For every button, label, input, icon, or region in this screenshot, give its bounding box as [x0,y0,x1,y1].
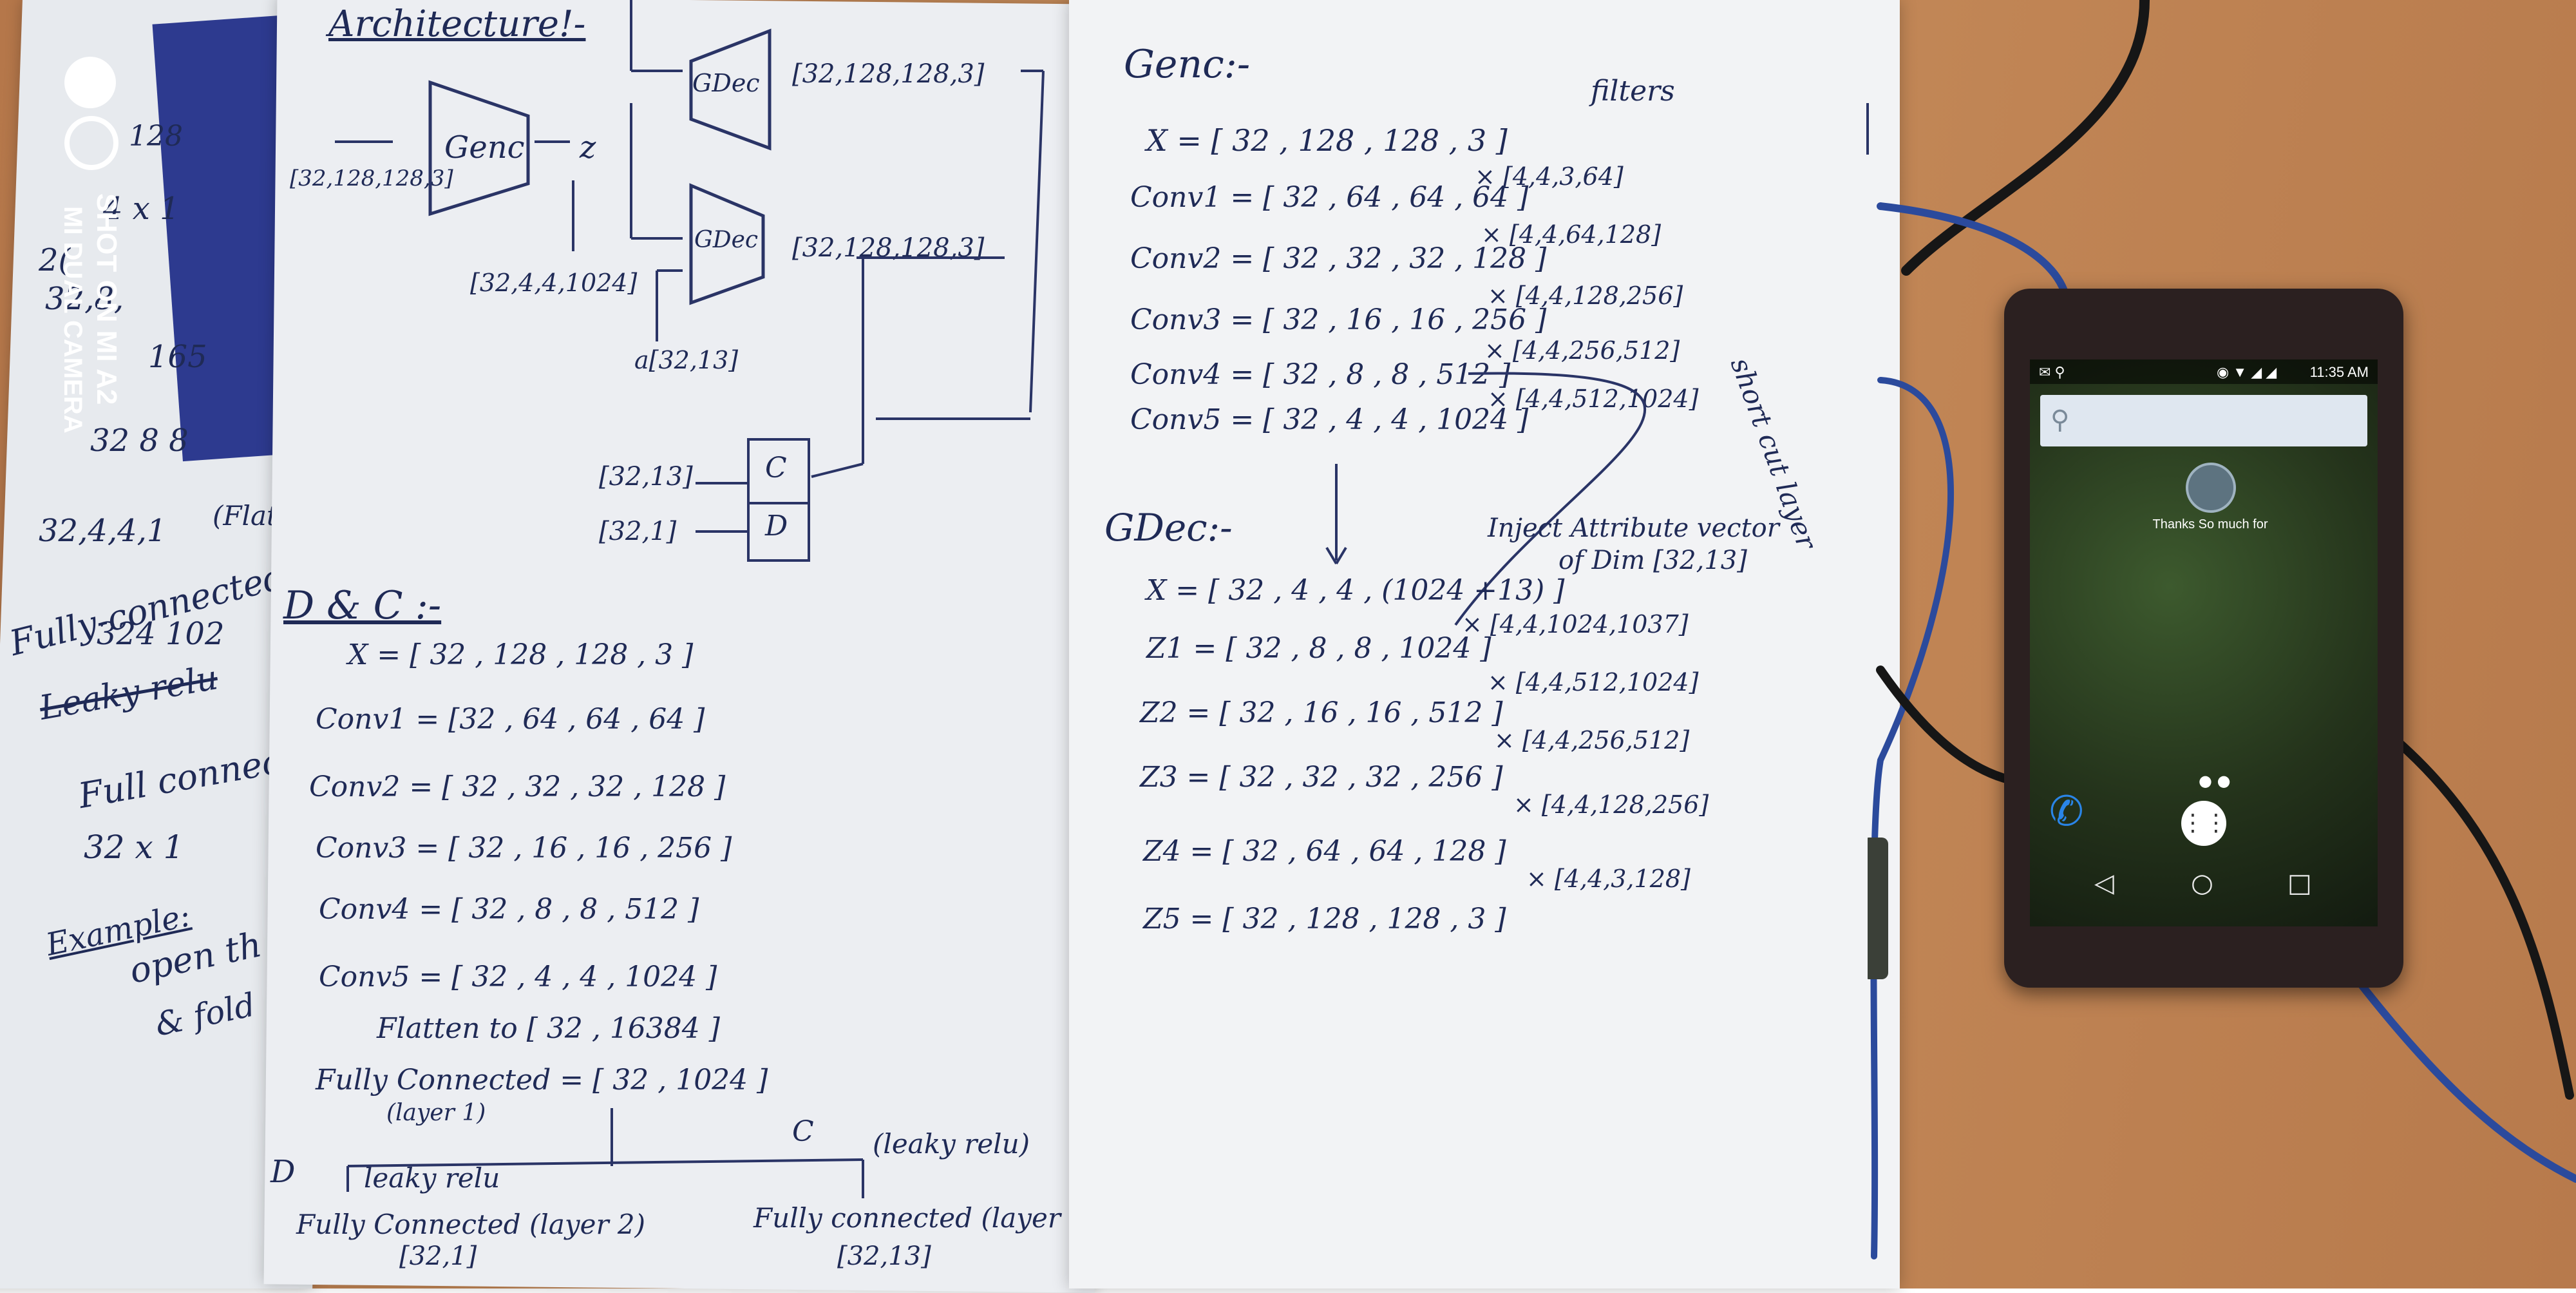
right-sheet [1069,0,1900,1288]
gdec-filter: × [4,4,512,1024] [1488,668,1699,696]
home-button[interactable]: ○ [2191,868,2213,898]
back-note: 324 102 [97,616,225,652]
dc-row: Conv3 = [ 32 , 16 , 16 , 256 ] [316,832,732,865]
genc-label: Genc [444,129,525,166]
gdec-row: Z5 = [ 32 , 128 , 128 , 3 ] [1143,903,1506,935]
gdec-top-block [689,28,772,151]
genc-row: Conv1 = [ 32 , 64 , 64 , 64 ] [1130,181,1529,214]
back-note: 32,4,4,1 [39,513,167,549]
back-note: 32 x 1 [84,828,184,866]
dc-row: (layer 1) [386,1100,486,1126]
back-note: 165 [148,339,207,375]
cable-plug [1868,838,1888,979]
back-note: 2( [39,242,71,278]
gdec-bottom-label: GDec [694,227,759,253]
genc-filter: × [4,4,64,128] [1481,220,1662,249]
smartphone: ✉ ⚲ ◉ ▼ ◢ ◢ 11:35 AM ⚲ Thanks So much fo… [2004,289,2403,988]
genc-row: Conv2 = [ 32 , 32 , 32 , 128 ] [1130,242,1547,275]
connector-lines [335,0,1045,533]
phone-icon[interactable]: ✆ [2049,788,2084,836]
recents-button[interactable]: □ [2287,868,2312,898]
inject-label: Inject Attribute vector [1488,513,1779,543]
c-output: [32,13] [599,462,693,492]
gdec-top-output: [32,128,128,3] [792,59,985,89]
gdec-title: GDec:- [1104,506,1233,550]
latent-z: z [580,129,596,166]
app-icon-label: Thanks So much for [2152,517,2268,532]
app-drawer-button[interactable]: ⋮⋮ [2181,801,2228,846]
c-branch-label: C [792,1115,814,1148]
c-fc-shape: [32,13] [837,1241,931,1271]
status-time: 11:35 AM [2309,364,2369,380]
gdec-filter: × [4,4,3,128] [1526,865,1690,893]
genc-block [428,80,530,216]
gdec-row: Z1 = [ 32 , 8 , 8 , 1024 ] [1146,632,1492,665]
dc-row: X = [ 32 , 128 , 128 , 3 ] [348,638,694,671]
inject-label-2: of Dim [32,13] [1558,546,1747,575]
watermark-dots [64,57,116,108]
back-note: 32 8 8 [90,423,189,459]
gdec-top-label: GDec [692,69,760,97]
c-label: C [765,452,787,484]
genc-row: Conv5 = [ 32 , 4 , 4 , 1024 ] [1130,403,1529,436]
back-note: 128 [129,120,183,153]
dc-row: Conv1 = [32 , 64 , 64 , 64 ] [316,703,705,736]
search-bar[interactable]: ⚲ [2040,395,2367,446]
dc-row: Conv2 = [ 32 , 32 , 32 , 128 ] [309,771,726,803]
signal-icons: ◉ ▼ ◢ ◢ [2217,364,2277,380]
gdec-filter: × [4,4,1024,1037] [1462,610,1689,638]
filters-label: filters [1591,75,1675,108]
search-icon: ⚲ [2050,405,2070,435]
back-note: 32,8, [45,281,124,317]
c-activation: (leaky relu) [873,1128,1030,1160]
genc-gdec-lines [1325,103,1869,626]
dc-title: D & C :- [283,583,442,628]
dc-row: Fully Connected = [ 32 , 1024 ] [316,1064,768,1097]
attr-input: a[32,13] [634,346,739,374]
genc-filter: × [4,4,256,512] [1484,336,1680,365]
genc-row: X = [ 32 , 128 , 128 , 3 ] [1146,123,1508,158]
gdec-bottom-block [689,183,765,305]
dc-branch-lines [346,1108,864,1198]
d-branch-label: D [270,1154,296,1190]
app-icon[interactable] [2186,463,2236,513]
dc-row: Flatten to [ 32 , 16384 ] [377,1012,720,1045]
d-fc-shape: [32,1] [399,1241,477,1271]
genc-input-shape: [32,128,128,3] [290,166,453,191]
gdec-row: Z3 = [ 32 , 32 , 32 , 256 ] [1140,761,1503,794]
genc-title: Genc:- [1124,42,1251,87]
d-block [747,502,810,562]
d-activation: leaky relu [364,1162,500,1194]
genc-filter: × [4,4,128,256] [1488,282,1683,310]
page-indicator: ● ● [2199,772,2231,790]
notification-icons: ✉ ⚲ [2039,364,2065,380]
dc-row: Conv5 = [ 32 , 4 , 4 , 1024 ] [319,961,717,993]
status-bar: ✉ ⚲ ◉ ▼ ◢ ◢ 11:35 AM [2030,359,2378,384]
d-fc: Fully Connected (layer 2) [296,1209,645,1240]
watermark-ring [64,116,118,170]
gdec-row: X = [ 32 , 4 , 4 , (1024 +13) ] [1146,574,1565,607]
latent-shape: [32,4,4,1024] [470,269,638,297]
gdec-filter: × [4,4,128,256] [1513,790,1709,819]
gdec-filter: × [4,4,256,512] [1494,726,1690,754]
gdec-row: Z2 = [ 32 , 16 , 16 , 512 ] [1140,696,1503,729]
phone-screen: ✉ ⚲ ◉ ▼ ◢ ◢ 11:35 AM ⚲ Thanks So much fo… [2030,359,2378,926]
genc-row: Conv4 = [ 32 , 8 , 8 , 512 ] [1130,358,1511,391]
genc-filter: × [4,4,512,1024] [1488,385,1699,413]
genc-row: Conv3 = [ 32 , 16 , 16 , 256 ] [1130,303,1547,336]
back-button[interactable]: ◁ [2094,868,2114,898]
c-fc: Fully connected (layer 2) [753,1202,1097,1234]
dc-row: Conv4 = [ 32 , 8 , 8 , 512 ] [319,893,699,926]
gdec-row: Z4 = [ 32 , 64 , 64 , 128 ] [1143,835,1506,868]
architecture-title: Architecture!- [328,3,586,45]
genc-filter: × [4,4,3,64] [1475,162,1624,191]
d-output: [32,1] [599,517,677,546]
back-note: 4 x 1 [103,191,180,227]
d-label: D [765,510,788,542]
